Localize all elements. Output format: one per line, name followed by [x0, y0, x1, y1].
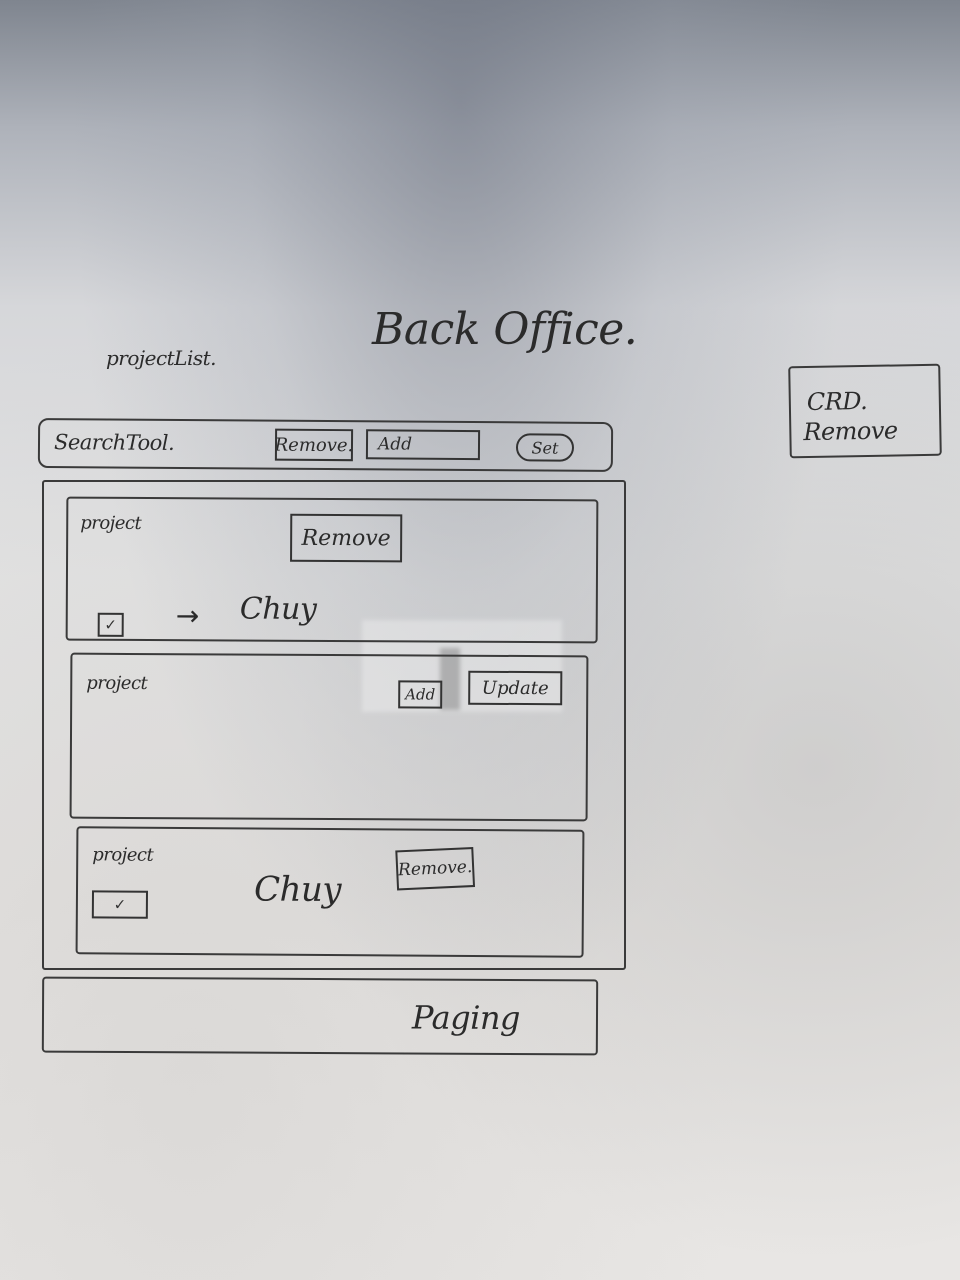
- project-label: project: [80, 512, 142, 535]
- project-note: Chuy: [253, 869, 342, 911]
- remove-button[interactable]: Remove: [290, 513, 403, 563]
- remove-button[interactable]: Remove.: [274, 428, 354, 462]
- project-label: project: [86, 672, 148, 695]
- page-label: projectList.: [106, 346, 217, 370]
- side-note-line1: CRD.: [806, 386, 868, 417]
- project-label: project: [92, 844, 154, 866]
- project-card[interactable]: project Add Update: [69, 652, 589, 822]
- remove-button[interactable]: Remove.: [395, 846, 476, 891]
- project-checkbox[interactable]: ✓: [97, 612, 124, 637]
- toolbar-box: SearchTool. Remove. Add Set: [37, 417, 614, 473]
- board-glare: [362, 620, 562, 712]
- paging-label: Paging: [411, 998, 521, 1038]
- project-card[interactable]: project Remove. ✓ Chuy: [75, 826, 585, 958]
- search-tool-label[interactable]: SearchTool.: [53, 430, 175, 455]
- add-button[interactable]: Add: [398, 680, 443, 709]
- project-card[interactable]: project Remove ✓ → Chuy: [65, 496, 599, 644]
- paging-bar[interactable]: Paging: [41, 976, 599, 1056]
- arrow-icon: →: [175, 599, 199, 633]
- board-glare: [440, 648, 460, 710]
- side-note-box: CRD. Remove: [788, 363, 942, 459]
- side-note-line2: Remove: [803, 416, 898, 447]
- project-note: Chuy: [239, 591, 317, 627]
- project-list-container: [42, 480, 626, 970]
- project-checkbox[interactable]: ✓: [91, 890, 149, 919]
- page-title: Back Office.: [372, 304, 638, 355]
- add-button[interactable]: Add: [365, 429, 481, 461]
- update-button[interactable]: Update: [468, 670, 563, 706]
- set-button[interactable]: Set: [515, 433, 575, 462]
